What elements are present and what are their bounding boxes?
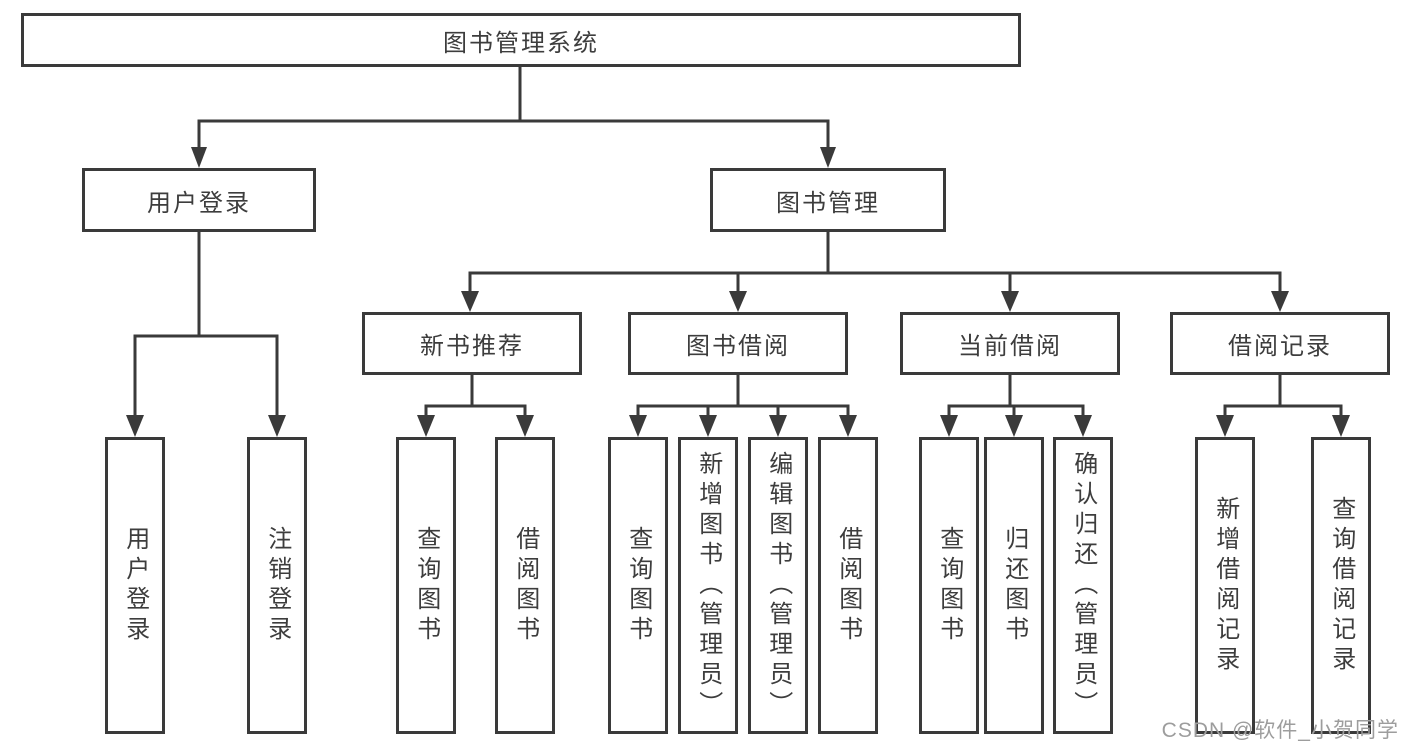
arrowheads [126, 147, 1350, 437]
leaf-borrow-books: 借阅图书 [818, 437, 878, 734]
node-label: 当前借阅 [958, 333, 1062, 360]
leaf-label: 注销登录 [263, 525, 291, 646]
leaf-label: 新增图书（管理员） [694, 450, 722, 721]
node-borrowing-records: 借阅记录 [1170, 312, 1390, 375]
node-label: 图书借阅 [686, 333, 790, 360]
node-label: 借阅记录 [1228, 333, 1332, 360]
node-label: 图书管理 [776, 189, 880, 217]
node-library-management-system: 图书管理系统 [21, 13, 1021, 67]
node-label: 图书管理系统 [443, 29, 599, 57]
node-user-login: 用户登录 [82, 168, 316, 232]
leaf-query-borrow-record: 查询借阅记录 [1311, 437, 1371, 734]
leaf-label: 编辑图书（管理员） [764, 450, 792, 721]
leaf-label: 新增借阅记录 [1211, 495, 1239, 676]
leaf-label: 用户登录 [121, 525, 149, 646]
leaf-label: 查询图书 [935, 525, 963, 646]
leaf-confirm-return-admin: 确认归还（管理员） [1053, 437, 1113, 734]
node-book-borrowing: 图书借阅 [628, 312, 848, 375]
leaf-query-books-borrow: 查询图书 [608, 437, 668, 734]
leaf-query-books-current: 查询图书 [919, 437, 979, 734]
node-book-management: 图书管理 [710, 168, 946, 232]
leaf-add-borrow-record: 新增借阅记录 [1195, 437, 1255, 734]
node-current-borrowing: 当前借阅 [900, 312, 1120, 375]
leaf-borrow-books-recommend: 借阅图书 [495, 437, 555, 734]
leaf-query-books-recommend: 查询图书 [396, 437, 456, 734]
leaf-label: 确认归还（管理员） [1069, 450, 1097, 721]
leaf-logout: 注销登录 [247, 437, 307, 734]
leaf-label: 归还图书 [1000, 525, 1028, 646]
leaf-edit-books-admin: 编辑图书（管理员） [748, 437, 808, 734]
node-label: 用户登录 [147, 189, 251, 217]
leaf-label: 借阅图书 [834, 525, 862, 646]
leaf-label: 查询图书 [624, 525, 652, 646]
node-new-book-recommendation: 新书推荐 [362, 312, 582, 375]
leaf-label: 查询借阅记录 [1327, 495, 1355, 676]
leaf-add-books-admin: 新增图书（管理员） [678, 437, 738, 734]
leaf-label: 查询图书 [412, 525, 440, 646]
leaf-user-login: 用户登录 [105, 437, 165, 734]
leaf-return-books: 归还图书 [984, 437, 1044, 734]
leaf-label: 借阅图书 [511, 525, 539, 646]
csdn-watermark: CSDN @软件_小贺同学 [1161, 719, 1399, 742]
node-label: 新书推荐 [420, 333, 524, 360]
